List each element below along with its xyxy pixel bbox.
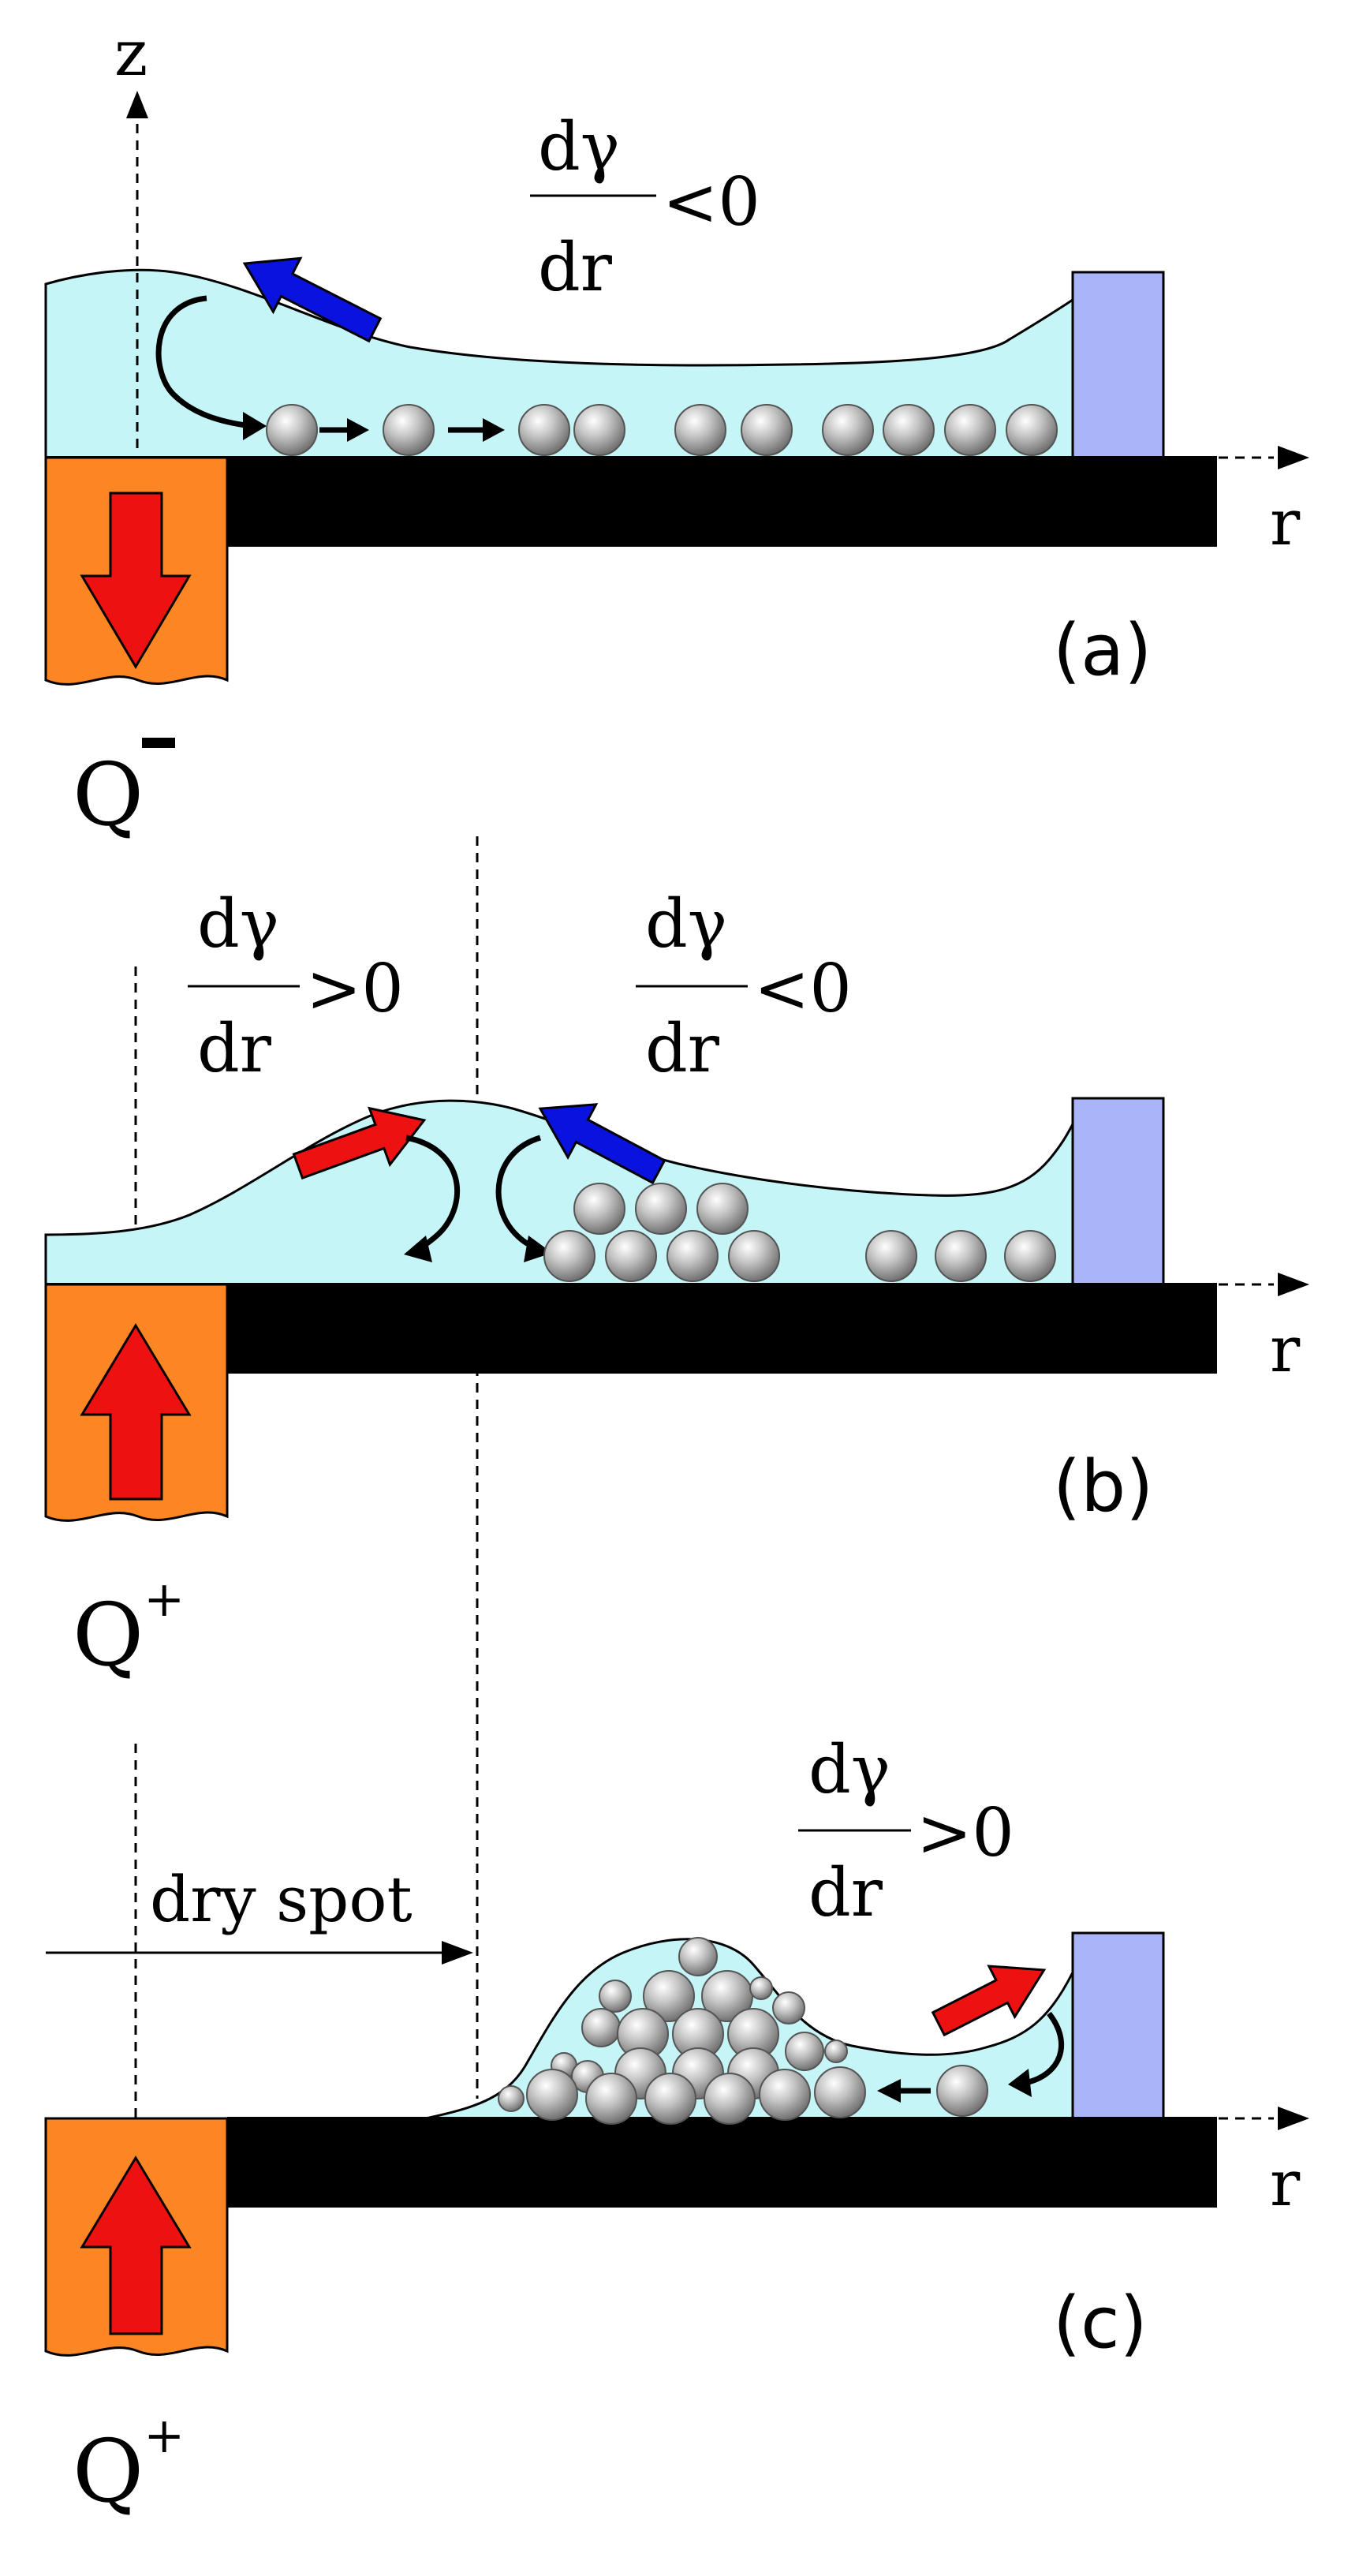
r-axis-label: r (1270, 1313, 1301, 1386)
particles-pile (498, 1937, 988, 2125)
gradient-sign: >0 (306, 950, 404, 1027)
gradient-sign: <0 (663, 163, 760, 241)
circulation-arrowhead-right (524, 1236, 552, 1262)
particle (1006, 404, 1058, 456)
gradient-denominator: dr (197, 1010, 272, 1087)
container-wall (1071, 271, 1165, 459)
particle (573, 404, 625, 456)
particle (498, 2085, 525, 2112)
particle (526, 2069, 578, 2121)
heat-flow-arrow-up (80, 2155, 192, 2335)
dry-spot-label: dry spot (150, 1863, 413, 1936)
particle (581, 2008, 621, 2047)
blue-flow-arrow (538, 1103, 666, 1185)
panel-label: (c) (1053, 2282, 1148, 2365)
particle (824, 2039, 848, 2063)
particle (678, 1937, 718, 1976)
heat-flux-label: Q (73, 744, 144, 845)
dry-spot-arrowhead (442, 1941, 473, 1965)
particle (383, 404, 435, 456)
circulation-arrowhead-left (404, 1236, 432, 1262)
panel-c: dry spot (44, 1731, 1309, 2522)
particle (822, 404, 874, 456)
red-flow-arrow (931, 1965, 1047, 2037)
particle (666, 1230, 719, 1282)
gradient-sign: <0 (754, 950, 852, 1027)
heat-flow-arrow-down (80, 492, 192, 669)
substrate-plate (227, 2117, 1217, 2208)
particle (696, 1183, 749, 1235)
r-axis-label: r (1270, 486, 1301, 559)
particle (741, 404, 793, 456)
r-axis-arrowhead (1278, 446, 1309, 469)
blue-flow-arrow (242, 256, 383, 343)
circulation-arrowhead (243, 412, 267, 440)
particles-pile (543, 1183, 1056, 1282)
gradient-numerator: dγ (538, 108, 620, 185)
particle (644, 2073, 696, 2125)
panel-b: dγ dr >0 dγ dr <0 r (b) Q+ (44, 836, 1309, 2099)
container-wall (1071, 1097, 1165, 1286)
particle (759, 2069, 811, 2121)
container-wall (1071, 1931, 1165, 2120)
particle (674, 404, 726, 456)
particle (865, 1230, 917, 1282)
particle (1004, 1230, 1056, 1282)
circulation-arrow (1025, 2011, 1065, 2086)
particle (772, 1991, 805, 2025)
particle (518, 404, 570, 456)
r-axis-arrowhead (1278, 2107, 1309, 2130)
particle-motion-arrowhead (877, 2079, 901, 2103)
gradient-numerator: dγ (645, 885, 727, 963)
r-axis-label: r (1270, 2147, 1301, 2220)
substrate-plate (46, 1283, 1217, 1374)
particle (935, 1230, 987, 1282)
particle (543, 1230, 595, 1282)
particle (785, 2032, 824, 2071)
particle (936, 2065, 988, 2117)
particle (814, 2066, 866, 2118)
circulation-arrow-right (495, 1135, 542, 1251)
gradient-numerator: dγ (808, 1731, 890, 1808)
red-flow-arrow (292, 1106, 427, 1180)
particle-motion-arrows (319, 418, 505, 442)
particle (599, 1980, 632, 2013)
circulation-arrow (155, 295, 252, 429)
particle (944, 404, 996, 456)
panel-label: (b) (1053, 1445, 1153, 1528)
particle (704, 2073, 756, 2125)
heat-flow-arrow-up (80, 1323, 192, 1501)
r-axis-arrowhead (1278, 1273, 1309, 1296)
particle (643, 1970, 695, 2022)
gradient-denominator: dr (645, 1010, 720, 1087)
particle (635, 1183, 687, 1235)
panel-label: (a) (1053, 609, 1152, 692)
particle (728, 1230, 780, 1282)
particle (573, 1183, 625, 1235)
particle (585, 2073, 637, 2125)
panel-a: z r dγ dr <0 (a) Q (44, 17, 1309, 845)
particle (605, 1230, 657, 1282)
heat-flux-minus-sign (142, 738, 175, 748)
heat-flux-label: Q+ (73, 1570, 185, 1685)
particle (749, 1976, 773, 2000)
particles-row (266, 404, 1058, 456)
gradient-denominator: dr (538, 229, 613, 306)
gradient-numerator: dγ (197, 885, 279, 963)
particle (266, 404, 318, 456)
z-axis-label: z (114, 17, 147, 90)
circulation-arrowhead (1008, 2069, 1032, 2097)
heat-flux-label: Q+ (73, 2406, 185, 2522)
substrate-plate (46, 456, 1217, 547)
gradient-denominator: dr (808, 1854, 883, 1931)
gradient-sign: >0 (917, 1794, 1014, 1871)
particle (883, 404, 935, 456)
z-axis-arrowhead (126, 91, 148, 118)
